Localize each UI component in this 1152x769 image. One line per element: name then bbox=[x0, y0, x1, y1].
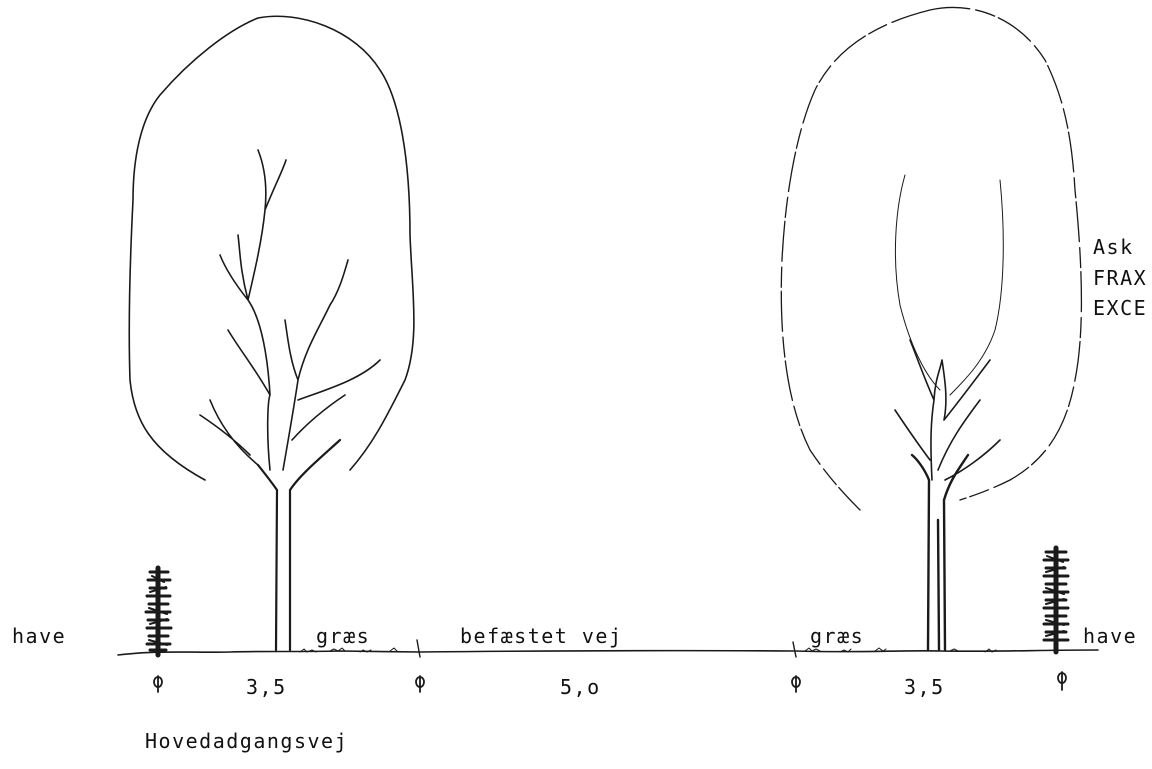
label-garden-right: have bbox=[1083, 624, 1137, 648]
hedge-right-icon bbox=[1042, 545, 1070, 655]
grass-texture-left bbox=[299, 647, 398, 653]
label-road: befæstet vej bbox=[460, 624, 623, 648]
label-species-latin-1: FRAX bbox=[1093, 266, 1147, 290]
dimension-left-verge: 3,5 bbox=[246, 675, 287, 699]
tree-right-crown bbox=[780, 6, 1083, 511]
tree-left-crown bbox=[128, 15, 415, 481]
label-species-common: Ask bbox=[1093, 235, 1134, 259]
label-species-latin-2: EXCE bbox=[1093, 296, 1147, 320]
dimension-right-verge: 3,5 bbox=[904, 675, 945, 699]
tree-left-trunk bbox=[256, 438, 342, 652]
marker-left bbox=[153, 675, 163, 693]
grass-texture-right bbox=[804, 647, 997, 653]
diagram-title: Hovedadgangsvej bbox=[145, 729, 348, 753]
road-edge-ticks bbox=[416, 639, 797, 658]
tree-right-trunk bbox=[910, 453, 970, 652]
tree-right-inner-crown bbox=[894, 174, 1004, 396]
label-garden-left: have bbox=[12, 624, 66, 648]
label-grass-left: græs bbox=[316, 624, 370, 648]
hedge-left-icon bbox=[144, 565, 173, 658]
marker-mid-right bbox=[791, 675, 801, 693]
dimension-road-width: 5,o bbox=[560, 675, 601, 699]
tree-left bbox=[128, 15, 415, 652]
marker-mid-left bbox=[415, 675, 425, 693]
marker-right bbox=[1057, 671, 1067, 691]
tree-right-branches bbox=[894, 339, 1001, 481]
tree-right bbox=[780, 6, 1083, 652]
tree-left-branches bbox=[199, 149, 381, 471]
boundary-markers bbox=[153, 671, 1067, 693]
label-grass-right: græs bbox=[810, 624, 864, 648]
